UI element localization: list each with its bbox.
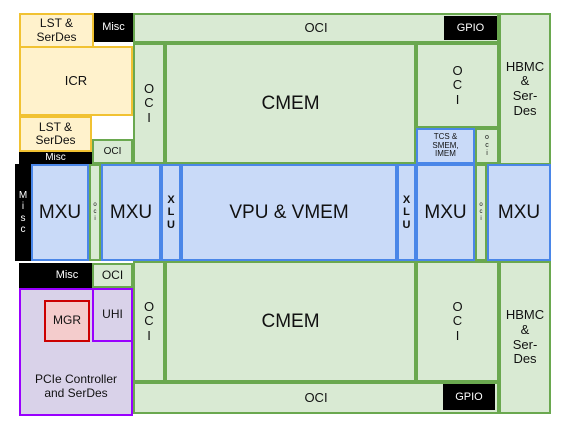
tcs-smem-imem: TCS & SMEM, IMEM bbox=[416, 128, 475, 164]
top-right-oci-vertical: O C I bbox=[416, 43, 499, 128]
top-left-misc-2: Misc bbox=[19, 152, 92, 164]
middle-oci-tiny-2: o c i bbox=[475, 164, 487, 261]
bottom-right-hbmc-serdes: HBMC & Ser- Des bbox=[499, 261, 551, 414]
icr-block: ICR bbox=[19, 46, 133, 116]
bottom-oci-small: OCI bbox=[92, 263, 133, 288]
top-left-lst-serdes-2: LST & SerDes bbox=[19, 116, 92, 152]
bottom-misc: Misc bbox=[42, 263, 92, 288]
top-hbmc-label: HBMC & Ser- Des bbox=[505, 58, 545, 118]
top-gpio: GPIO bbox=[444, 16, 497, 40]
top-left-oci-vertical: O C I bbox=[133, 43, 165, 164]
xlu-left: X L U bbox=[161, 164, 181, 261]
mgr-block: MGR bbox=[44, 300, 90, 342]
bottom-hbmc-label: HBMC & Ser- Des bbox=[505, 307, 545, 367]
mxu-1: MXU bbox=[31, 164, 89, 261]
bottom-right-oci-vertical: O C I bbox=[416, 261, 499, 382]
vpu-vmem: VPU & VMEM bbox=[181, 164, 397, 261]
bottom-gpio: GPIO bbox=[443, 384, 495, 410]
middle-misc-vertical: M i s c bbox=[15, 164, 31, 261]
mxu-2: MXU bbox=[101, 164, 161, 261]
top-left-lst-serdes: LST & SerDes bbox=[19, 13, 94, 48]
uhi-block: UHI bbox=[92, 288, 133, 342]
top-left-misc: Misc bbox=[94, 13, 133, 42]
top-oci-tiny: o c i bbox=[475, 128, 499, 164]
mxu-4: MXU bbox=[487, 164, 551, 261]
top-cmem: CMEM bbox=[165, 43, 416, 164]
bottom-cmem: CMEM bbox=[165, 261, 416, 382]
top-oci-bar: OCI bbox=[133, 13, 499, 43]
mxu-3: MXU bbox=[416, 164, 475, 261]
xlu-right: X L U bbox=[397, 164, 416, 261]
top-right-hbmc-serdes: HBMC & Ser- Des bbox=[499, 13, 551, 165]
bottom-left-oci-vertical: O C I bbox=[133, 261, 165, 382]
bottom-oci-bar: OCI bbox=[133, 382, 499, 414]
middle-oci-tiny-1: o c i bbox=[89, 164, 101, 261]
top-left-oci-small: OCI bbox=[92, 139, 133, 164]
